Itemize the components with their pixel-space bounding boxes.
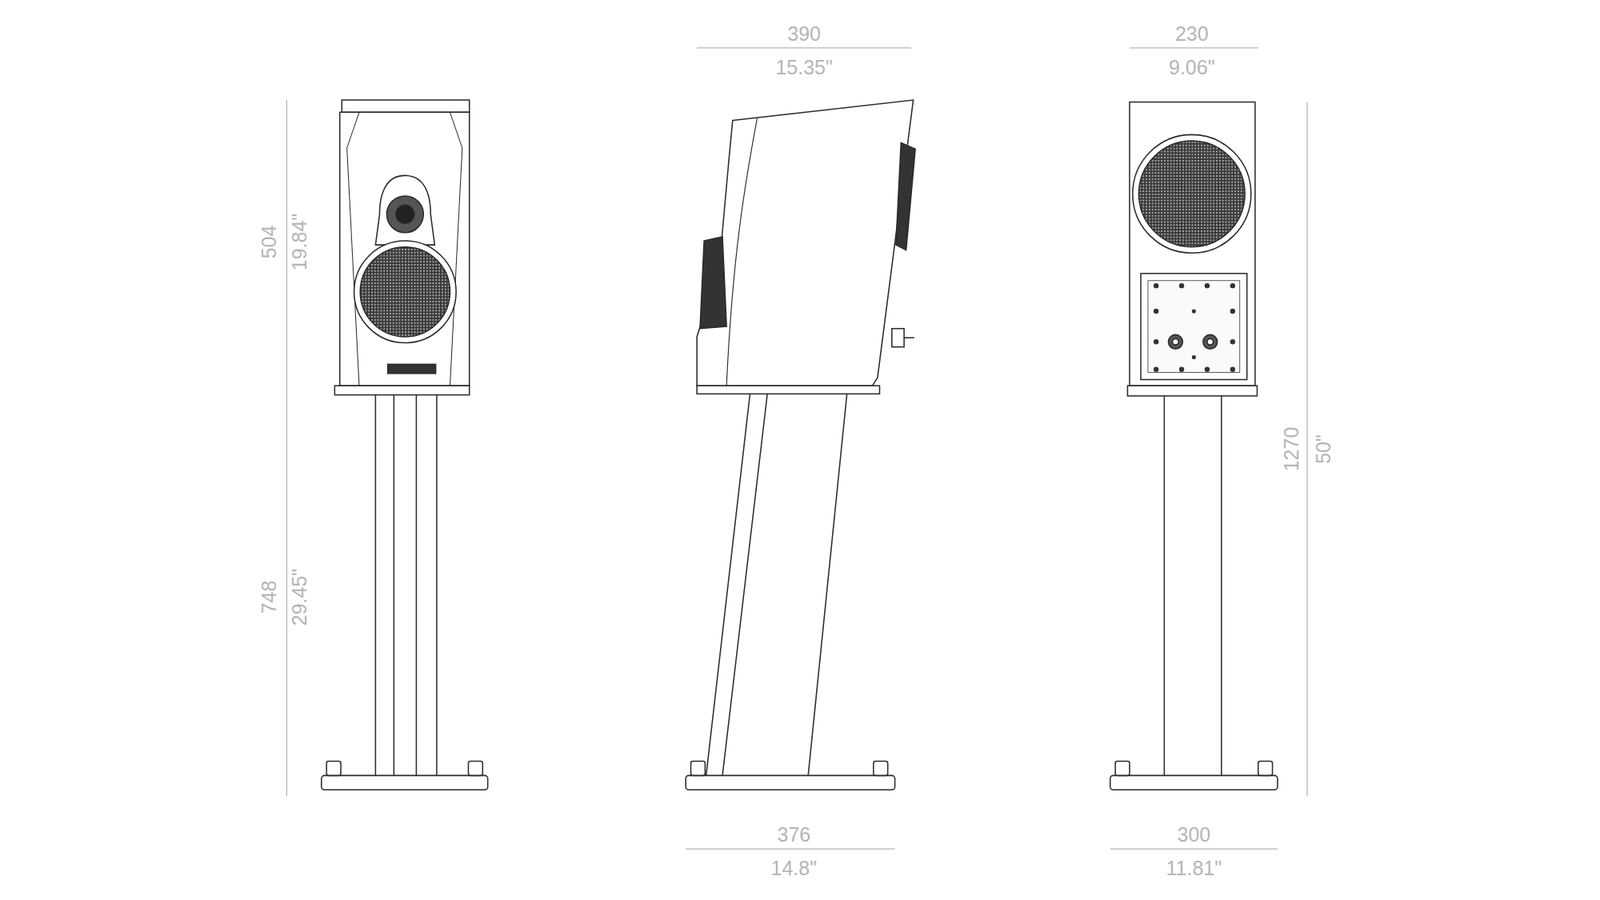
dimension-label: 390 xyxy=(787,24,821,44)
rect-shape xyxy=(321,775,488,790)
dimension-label: 19.84" xyxy=(290,213,311,271)
circle-shape xyxy=(1168,334,1183,349)
line-shape xyxy=(685,848,895,850)
rect-shape xyxy=(1148,280,1240,373)
g-shape xyxy=(1153,283,1236,372)
circle-shape xyxy=(1192,308,1196,313)
circle-shape xyxy=(1153,367,1159,372)
circle-shape xyxy=(1230,283,1236,288)
circle-shape xyxy=(1153,308,1159,314)
line-shape xyxy=(1306,102,1308,796)
circle-shape xyxy=(1192,355,1196,360)
rect-shape xyxy=(685,775,895,790)
line-shape xyxy=(696,47,912,48)
rect-shape xyxy=(1110,775,1278,790)
front-view xyxy=(321,100,488,790)
line-shape xyxy=(375,395,377,776)
circle-shape xyxy=(1204,283,1210,288)
rect-shape xyxy=(1258,761,1273,776)
path-shape xyxy=(696,100,913,386)
rect-shape xyxy=(873,761,888,776)
rect-shape xyxy=(388,364,436,373)
path-shape xyxy=(347,112,463,386)
side-view xyxy=(685,100,916,790)
circle-shape xyxy=(1230,367,1236,372)
rect-shape xyxy=(341,100,469,112)
circle-shape xyxy=(354,240,457,344)
circle-shape xyxy=(1207,338,1214,345)
dimension-label: 9.06" xyxy=(1168,57,1216,78)
circle-shape xyxy=(1230,339,1236,344)
circle-shape xyxy=(1179,283,1184,288)
line-shape xyxy=(393,395,396,776)
circle-shape xyxy=(1230,308,1236,314)
dimension-label: 748 xyxy=(259,580,280,614)
dimension-label: 504 xyxy=(259,224,280,259)
dimension-label: 230 xyxy=(1175,24,1209,44)
line-shape xyxy=(416,395,418,776)
line-shape xyxy=(904,336,915,339)
dimension-label: 376 xyxy=(776,824,811,845)
rect-shape xyxy=(1115,761,1130,776)
circle-shape xyxy=(360,247,450,337)
circle-shape xyxy=(1172,338,1180,345)
path-shape xyxy=(726,118,757,386)
rect-shape xyxy=(334,385,469,395)
circle-shape xyxy=(1153,339,1159,344)
rect-shape xyxy=(1129,102,1256,387)
dimension-label: 14.8" xyxy=(771,858,818,879)
circle-shape xyxy=(1138,140,1245,248)
path-shape xyxy=(375,175,435,245)
dimension-label: 1270 xyxy=(1281,426,1302,472)
circle-shape xyxy=(396,204,415,224)
circle-shape xyxy=(386,196,424,233)
rect-shape xyxy=(326,761,341,776)
line-shape xyxy=(286,100,288,796)
path-shape xyxy=(896,143,916,251)
rect-shape xyxy=(468,761,483,776)
dimension-label: 29.45" xyxy=(290,568,311,625)
back-view xyxy=(1110,102,1278,791)
circle-shape xyxy=(1203,334,1218,349)
dimension-lines xyxy=(286,48,1308,849)
dimension-label: 15.35" xyxy=(775,57,832,78)
line-shape xyxy=(1164,396,1166,776)
rect-shape xyxy=(1140,273,1248,380)
dimension-label: 300 xyxy=(1176,824,1211,845)
circle-shape xyxy=(1132,134,1252,253)
line-shape xyxy=(1110,848,1278,850)
circle-shape xyxy=(1179,367,1184,372)
rect-shape xyxy=(691,761,706,776)
circle-shape xyxy=(1153,283,1159,288)
circle-shape xyxy=(1204,367,1210,372)
line-shape xyxy=(1129,47,1259,48)
rect-shape xyxy=(892,328,904,348)
dimension-label: 11.81" xyxy=(1166,858,1223,879)
path-shape xyxy=(700,236,727,329)
rect-shape xyxy=(1127,385,1257,396)
rect-shape xyxy=(696,385,880,394)
line-shape xyxy=(1220,396,1223,776)
path-shape xyxy=(706,393,848,776)
rect-shape xyxy=(340,112,470,386)
line-shape xyxy=(436,395,438,776)
dimension-label: 50" xyxy=(1313,434,1334,464)
